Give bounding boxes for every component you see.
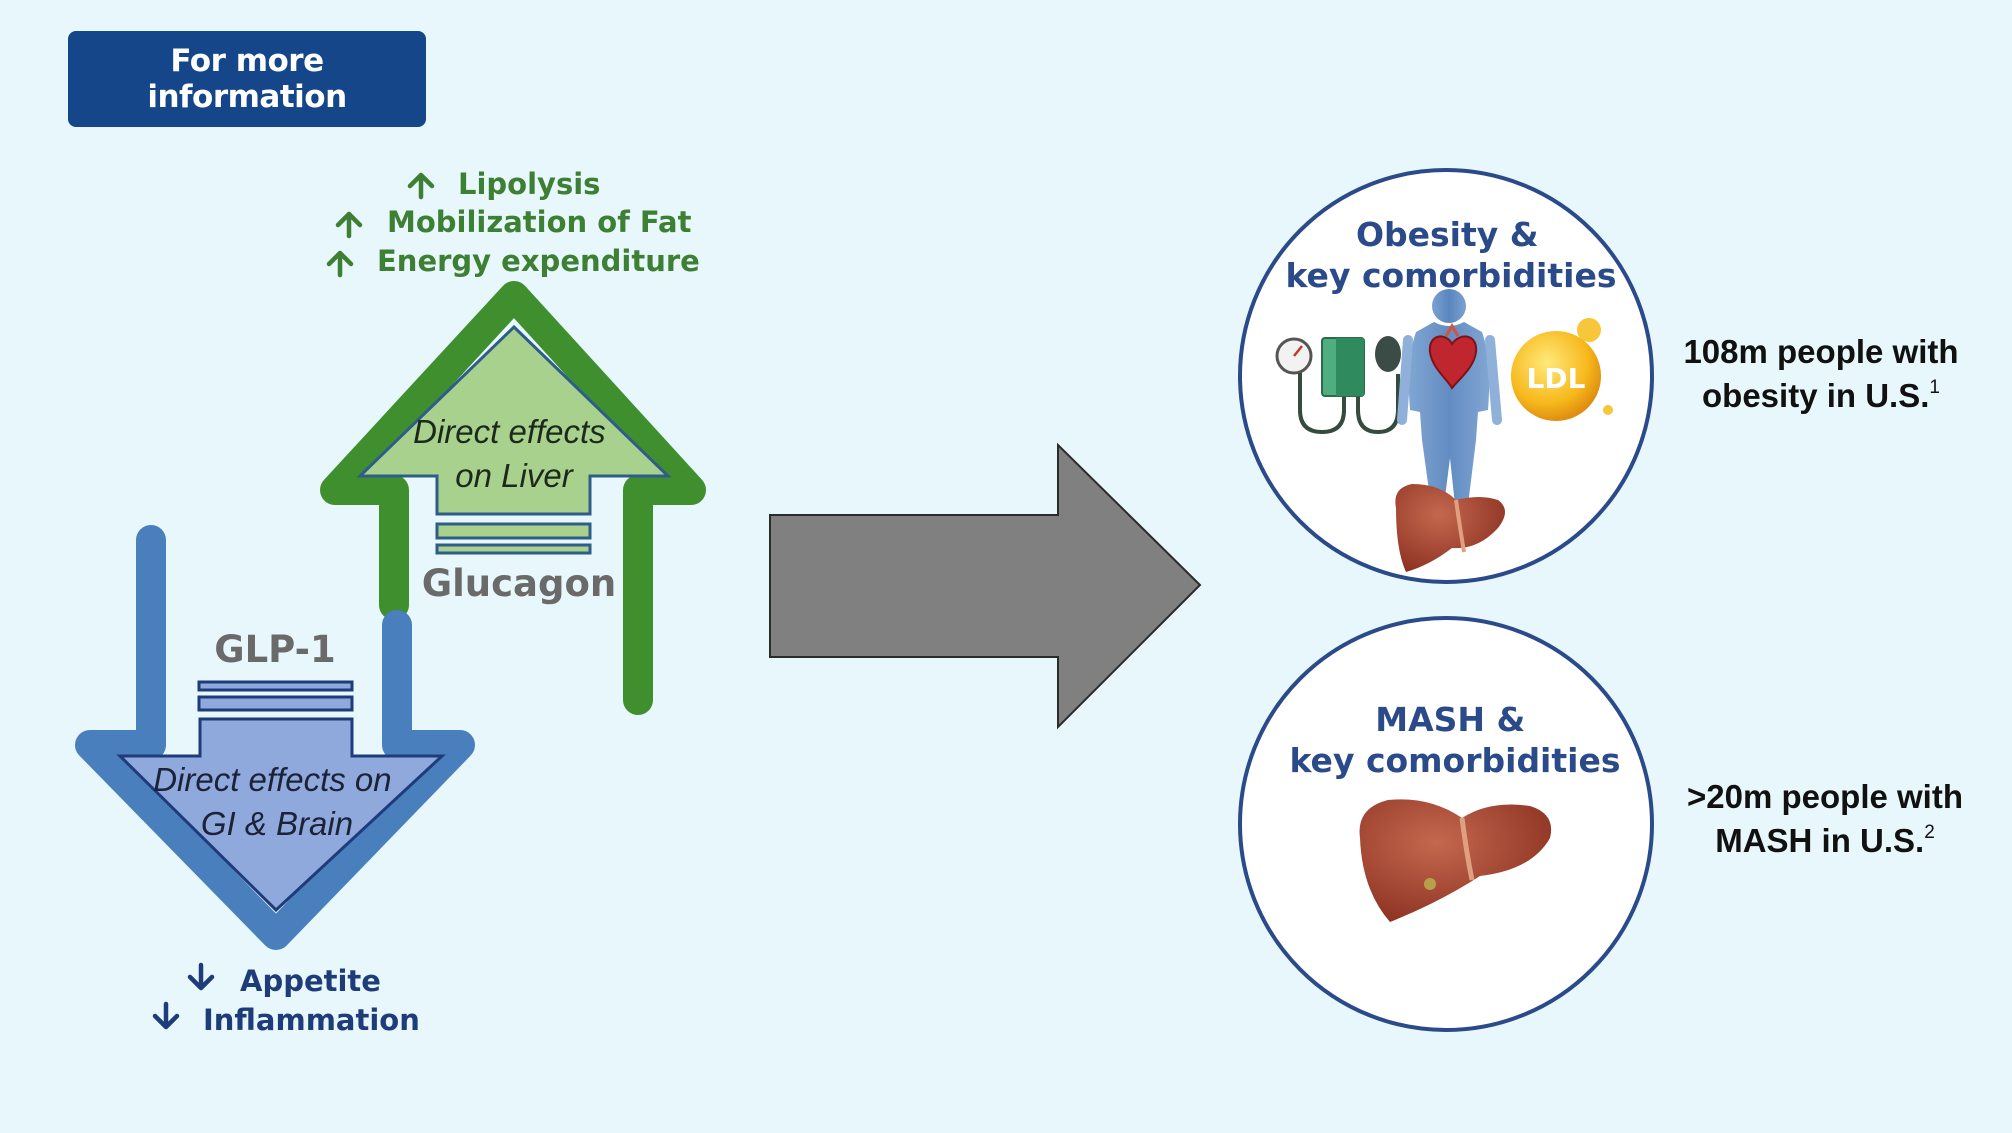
more-info-button[interactable]: For more information xyxy=(68,31,426,127)
gi-brain-effects-label: Direct effects on GI & Brain xyxy=(153,761,401,842)
mash-stat: >20m people with MASH in U.S.2 xyxy=(1687,778,1963,859)
glp1-arrow-outline xyxy=(75,525,475,950)
obesity-stat: 108m people with obesity in U.S.1 xyxy=(1683,333,1959,414)
glp1-bar xyxy=(197,695,354,712)
up-arrow-icon xyxy=(335,211,363,239)
obesity-circle: Obesity & key comorbidities xyxy=(1238,168,1654,584)
transition-arrow xyxy=(769,442,1202,730)
glucagon-bar xyxy=(435,543,592,555)
glp1-label: GLP-1 xyxy=(214,628,336,671)
mash-circle: MASH & key comorbidities xyxy=(1238,616,1654,1032)
glp1-effects: Appetite Inflammation xyxy=(152,962,420,1037)
glucagon-arrow-fill xyxy=(356,324,672,516)
liver-icon xyxy=(1359,799,1552,922)
up-arrow-icon xyxy=(407,172,435,200)
svg-text:LDL: LDL xyxy=(1527,362,1586,395)
svg-text:Energy expenditure: Energy expenditure xyxy=(377,244,700,278)
liver-effects-label: Direct effects on Liver xyxy=(413,413,615,494)
glp1-arrow: GLP-1 Direct effects on GI & Brain xyxy=(75,525,475,950)
glucagon-effects: Lipolysis Mobilization of Fat Energy exp… xyxy=(326,167,700,278)
obesity-title: Obesity & key comorbidities xyxy=(1286,215,1617,295)
ldl-orb-icon: LDL xyxy=(1511,318,1613,421)
down-arrow-icon xyxy=(187,962,215,991)
down-arrow-icon xyxy=(152,1001,180,1030)
glucagon-arrow: Direct effects on Liver Glucagon xyxy=(320,281,706,715)
glucagon-bar xyxy=(435,522,592,540)
glp1-bar xyxy=(197,680,354,692)
svg-text:Inflammation: Inflammation xyxy=(203,1003,420,1037)
heart-icon xyxy=(1428,323,1478,390)
up-arrow-icon xyxy=(326,250,354,278)
liver-icon xyxy=(1395,484,1505,572)
glucagon-arrow-outline xyxy=(320,281,706,715)
svg-text:Mobilization of Fat: Mobilization of Fat xyxy=(387,205,692,239)
mash-title: MASH & key comorbidities xyxy=(1290,700,1621,780)
blood-pressure-monitor-icon xyxy=(1275,336,1401,435)
svg-text:Lipolysis: Lipolysis xyxy=(458,167,600,201)
glp1-arrow-fill xyxy=(116,717,446,913)
human-body-icon xyxy=(1397,289,1502,505)
glucagon-label: Glucagon xyxy=(422,562,617,605)
svg-text:Appetite: Appetite xyxy=(240,964,381,998)
